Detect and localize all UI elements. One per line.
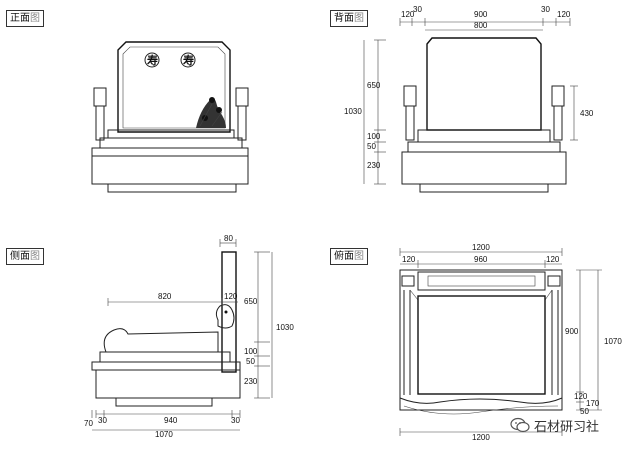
side-dim-right-2: 50 — [246, 357, 255, 366]
top-dim-right-0: 900 — [565, 327, 579, 336]
side-view-label: 侧面图 — [6, 248, 44, 265]
top-dim-total: 1070 — [604, 337, 622, 346]
back-view-title: 背面 — [334, 13, 354, 24]
front-inscription-right: 寿 — [183, 53, 194, 67]
back-view-label: 背面图 — [330, 10, 368, 27]
back-dim-right: 430 — [580, 109, 594, 118]
side-dim-right-1: 100 — [244, 347, 258, 356]
top-dim-seg-2: 120 — [546, 255, 560, 264]
side-dim-right-3: 230 — [244, 377, 258, 386]
back-dim-inner: 800 — [474, 21, 488, 30]
side-view-suffix: 图 — [30, 251, 40, 262]
side-dim-bottom-3: 30 — [231, 416, 240, 425]
back-dim-total: 1030 — [344, 107, 362, 116]
back-view-drawing: 120 30 900 30 120 800 650 100 50 230 103… — [344, 5, 594, 193]
back-dim-top-1: 30 — [413, 5, 422, 14]
side-dim-top: 80 — [224, 234, 233, 243]
top-view-title: 俯面 — [334, 251, 354, 262]
front-view-label: 正面图 — [6, 10, 44, 27]
top-dim-width: 1200 — [472, 243, 490, 252]
back-dim-left-0: 650 — [367, 81, 381, 90]
top-dim-seg-1: 960 — [474, 255, 488, 264]
watermark-text: 石材研习社 — [534, 419, 600, 435]
side-dim-total: 1030 — [276, 323, 294, 332]
top-dim-seg-0: 120 — [402, 255, 416, 264]
top-view-label: 俯面图 — [330, 248, 368, 265]
wechat-icon — [510, 417, 530, 433]
front-view-drawing: 寿 寿 — [91, 41, 249, 193]
back-view-suffix: 图 — [354, 13, 364, 24]
back-dim-left-3: 230 — [367, 161, 381, 170]
side-dim-small: 120 — [224, 292, 238, 301]
watermark: 石材研习社 — [510, 414, 599, 436]
back-dim-top-2: 900 — [474, 10, 488, 19]
back-dim-left-2: 50 — [367, 142, 376, 151]
back-dim-left-1: 100 — [367, 132, 381, 141]
front-view-suffix: 图 — [30, 13, 40, 24]
side-dim-depth: 820 — [158, 292, 172, 301]
top-dim-right-1: 120 — [574, 392, 588, 401]
side-dim-right-0: 650 — [244, 297, 258, 306]
top-view-suffix: 图 — [354, 251, 364, 262]
top-dim-bottom: 1200 — [472, 433, 490, 442]
back-dim-top-0: 120 — [401, 10, 415, 19]
side-view-title: 侧面 — [10, 251, 30, 262]
back-dim-top-4: 120 — [557, 10, 571, 19]
top-dim-right-3: 50 — [580, 407, 589, 416]
side-dim-bottom-1: 30 — [98, 416, 107, 425]
side-view-drawing: 80 820 120 650 100 50 230 1030 — [84, 234, 294, 439]
side-dim-bottom-2: 940 — [164, 416, 178, 425]
front-inscription-left: 寿 — [147, 53, 158, 67]
top-dim-right-2: 170 — [586, 399, 600, 408]
front-view-title: 正面 — [10, 13, 30, 24]
flower-carving — [196, 97, 226, 128]
side-dim-overall: 1070 — [155, 430, 173, 439]
back-dim-top-3: 30 — [541, 5, 550, 14]
side-dim-bottom-0: 70 — [84, 419, 93, 428]
top-view-drawing: 1200 120 960 120 900 120 170 5 — [399, 243, 622, 442]
